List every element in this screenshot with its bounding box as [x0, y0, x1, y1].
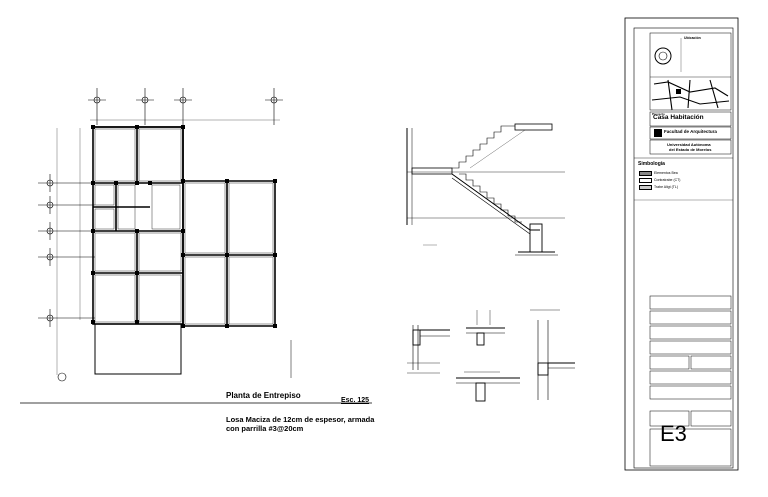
- legend-swatch-1: [639, 171, 652, 176]
- title-block: [624, 17, 739, 471]
- location-map: [651, 79, 730, 111]
- ubicacion-label: Ubicación: [684, 36, 701, 40]
- floor-plan: [20, 88, 372, 404]
- legend-swatch-3: [639, 185, 652, 190]
- beam-details: [407, 309, 575, 402]
- university-line-2: del Estado de Morelos: [669, 147, 712, 152]
- plan-scale: Esc. 125: [341, 397, 370, 404]
- grid-markers-top: [88, 88, 283, 125]
- legend-swatch-2: [639, 178, 652, 183]
- project-name: Casa Habitación: [653, 114, 704, 121]
- legend-item-2: Contratrabe (CT): [654, 178, 681, 182]
- stair-section: [406, 123, 565, 256]
- project-label: Proyecto: [652, 112, 665, 116]
- sheet-number: E3: [660, 421, 687, 446]
- structural-beams: [92, 126, 276, 327]
- faculty-name: Facultad de Arquitectura: [664, 129, 717, 134]
- legend-item-1: Elementos Bea: [654, 171, 678, 175]
- legend-item-3: Trabe Aligt (TL): [654, 185, 678, 189]
- columns: [91, 125, 277, 328]
- slab-note: Losa Maciza de 12cm de espesor, armada c…: [226, 415, 375, 433]
- legend-heading: Simbología: [638, 161, 665, 167]
- university-line-1: Universidad Autónoma: [667, 142, 711, 147]
- info-rows: [649, 295, 732, 467]
- grid-markers-left: [38, 128, 95, 382]
- plan-title: Planta de Entrepiso: [226, 391, 301, 400]
